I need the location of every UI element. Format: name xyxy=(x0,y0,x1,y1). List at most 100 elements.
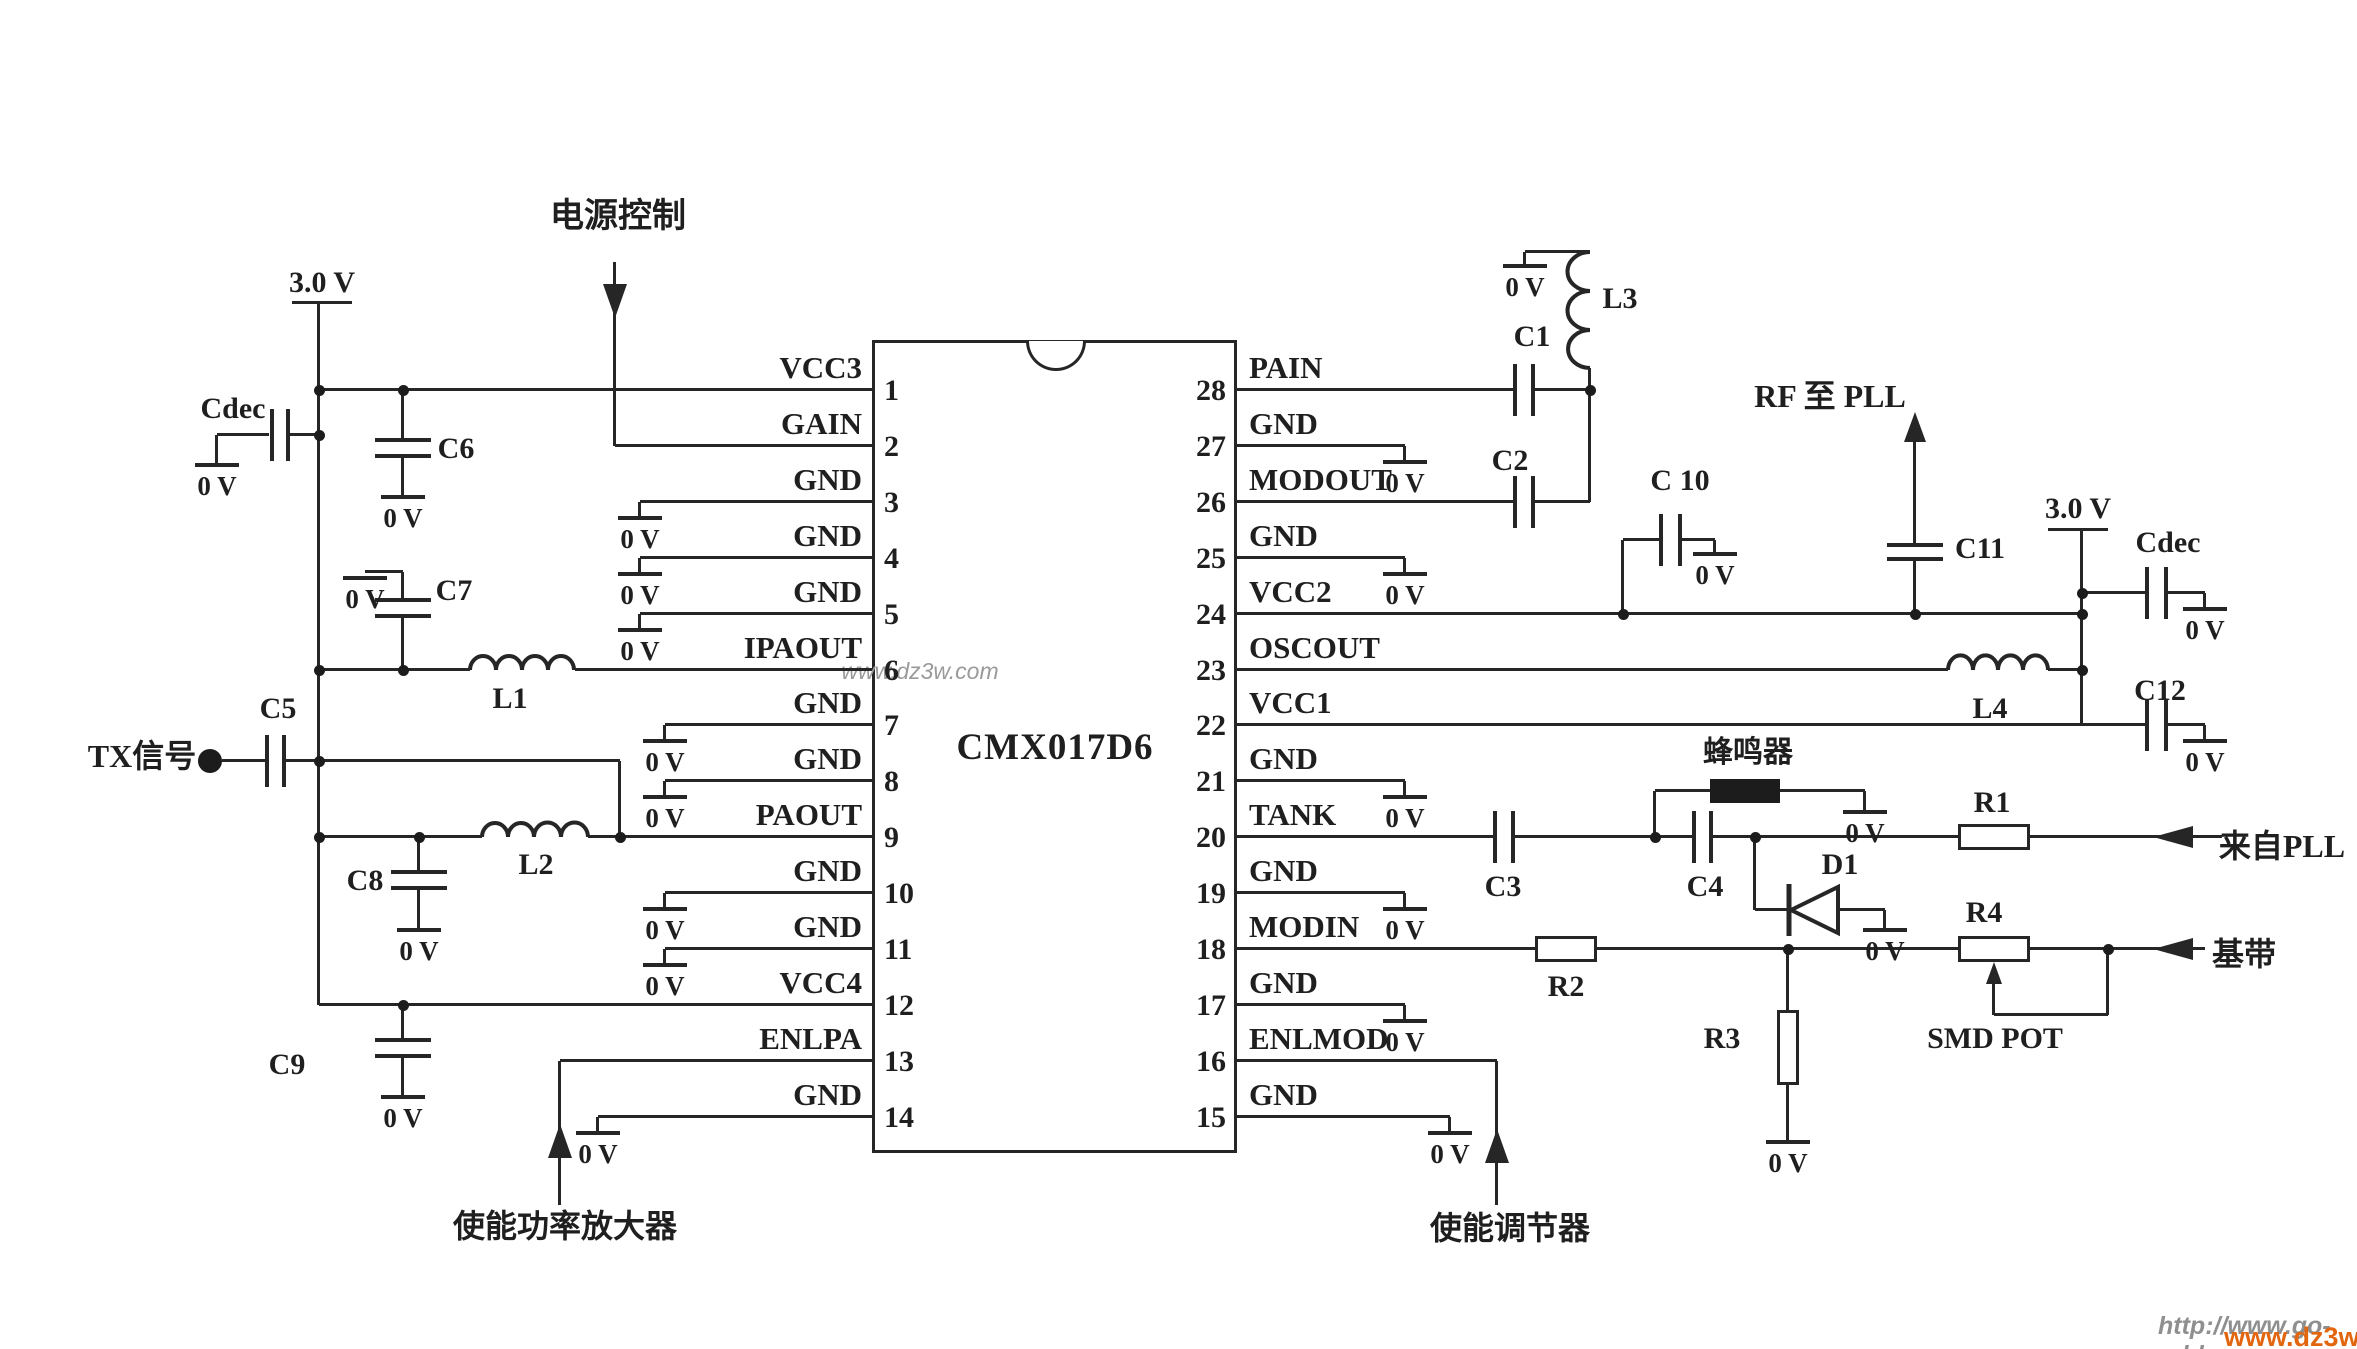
wire xyxy=(638,614,641,628)
wire xyxy=(1237,444,1405,447)
wire xyxy=(665,947,872,950)
junction-dot xyxy=(2077,665,2088,676)
ground-bar-icon xyxy=(1383,795,1427,799)
pin-label-right: ENLMOD xyxy=(1249,1021,1389,1056)
wire xyxy=(1523,252,1526,264)
wire xyxy=(1883,910,1886,928)
ground-bar-icon xyxy=(1383,907,1427,911)
ground-label: 0 V xyxy=(578,1139,618,1169)
ground-label: 0 V xyxy=(2185,747,2225,777)
wire xyxy=(2082,723,2146,726)
wire xyxy=(1621,540,1624,614)
wire xyxy=(2030,835,2222,838)
wire xyxy=(1448,1117,1451,1131)
watermark-center: www.dz3w.com xyxy=(841,658,999,684)
junction-dot xyxy=(398,1000,409,1011)
wire xyxy=(665,779,872,782)
wire xyxy=(2082,591,2146,594)
rf-to-pll-label: RF 至 PLL xyxy=(1754,378,1906,414)
junction-dot xyxy=(398,385,409,396)
buzzer-body xyxy=(1710,779,1780,803)
c1-label: C1 xyxy=(1513,320,1551,353)
capacitor-plate xyxy=(1513,364,1517,416)
pin-label-right: GND xyxy=(1249,518,1318,553)
r3-label: R3 xyxy=(1703,1022,1741,1055)
wire xyxy=(2167,591,2205,594)
wire xyxy=(560,1059,872,1062)
wire xyxy=(319,388,872,391)
wire xyxy=(1597,947,1958,950)
pin-number-right: 19 xyxy=(1196,877,1226,910)
ground-label: 0 V xyxy=(383,503,423,533)
capacitor-plate xyxy=(1692,811,1696,863)
wire xyxy=(1653,791,1656,837)
ground-bar-icon xyxy=(643,739,687,743)
ground-bar-icon xyxy=(618,572,662,576)
baseband-label: 基带 xyxy=(2211,936,2277,972)
wire xyxy=(2106,949,2109,1015)
wire xyxy=(417,888,420,928)
pin-label-left: GND xyxy=(793,574,862,609)
wire xyxy=(663,781,666,795)
wire xyxy=(417,837,420,872)
l3-label: L3 xyxy=(1602,282,1638,315)
c8-label: C8 xyxy=(346,864,384,897)
pin-number-left: 1 xyxy=(884,374,899,407)
pin-number-right: 25 xyxy=(1196,542,1226,575)
wire xyxy=(588,835,872,838)
junction-dot xyxy=(1650,832,1661,843)
c11-label: C11 xyxy=(1954,532,2006,565)
wire xyxy=(2048,528,2108,531)
cdec-label: Cdec xyxy=(2135,526,2201,559)
capacitor-plate xyxy=(2164,567,2168,619)
ground-label: 0 V xyxy=(1695,560,1735,590)
pin-number-left: 12 xyxy=(884,989,914,1022)
wire xyxy=(596,1117,599,1131)
capacitor-plate xyxy=(375,438,431,442)
pin-label-right: GND xyxy=(1249,853,1318,888)
pin-label-right: OSCOUT xyxy=(1249,630,1380,665)
wire xyxy=(1237,612,2082,615)
ground-bar-icon xyxy=(643,795,687,799)
pin-number-left: 14 xyxy=(884,1101,914,1134)
wire xyxy=(663,949,666,963)
r1-label: R1 xyxy=(1973,786,2011,819)
pin-label-left: VCC4 xyxy=(779,965,862,1000)
wire xyxy=(319,668,470,671)
wire xyxy=(1495,1061,1498,1205)
wire xyxy=(2030,947,2205,950)
junction-dot xyxy=(1910,609,1921,620)
junction-dot xyxy=(2103,944,2114,955)
wire xyxy=(1237,1115,1450,1118)
ground-label: 0 V xyxy=(197,471,237,501)
capacitor-plate xyxy=(286,409,290,461)
from-pll-label: 来自PLL xyxy=(2218,828,2346,864)
junction-dot xyxy=(314,756,325,767)
pin-label-right: VCC1 xyxy=(1249,685,1332,720)
pin-label-right: MODIN xyxy=(1249,909,1360,944)
wire xyxy=(640,612,872,615)
wire xyxy=(615,444,872,447)
wire xyxy=(2167,723,2205,726)
ground-bar-icon xyxy=(195,463,239,467)
wire xyxy=(1681,538,1715,541)
wire xyxy=(638,502,641,516)
pin-label-left: ENLPA xyxy=(759,1021,862,1056)
pin-label-left: GND xyxy=(793,685,862,720)
ground-bar-icon xyxy=(1383,572,1427,576)
pin-label-right: PAIN xyxy=(1249,350,1323,385)
c12-label: C12 xyxy=(2134,674,2186,707)
wire xyxy=(1403,893,1406,907)
ground-bar-icon xyxy=(1693,552,1737,556)
capacitor-plate xyxy=(2145,699,2149,751)
junction-dot xyxy=(1750,832,1761,843)
c4-label: C4 xyxy=(1686,870,1724,903)
junction-dot xyxy=(1618,609,1629,620)
capacitor-plate xyxy=(282,735,286,787)
capacitor-plate xyxy=(2145,567,2149,619)
pin-label-left: IPAOUT xyxy=(743,630,862,665)
ground-bar-icon xyxy=(2183,739,2227,743)
capacitor-plate xyxy=(1659,514,1663,566)
wire xyxy=(1237,723,2082,726)
wire xyxy=(663,893,666,907)
